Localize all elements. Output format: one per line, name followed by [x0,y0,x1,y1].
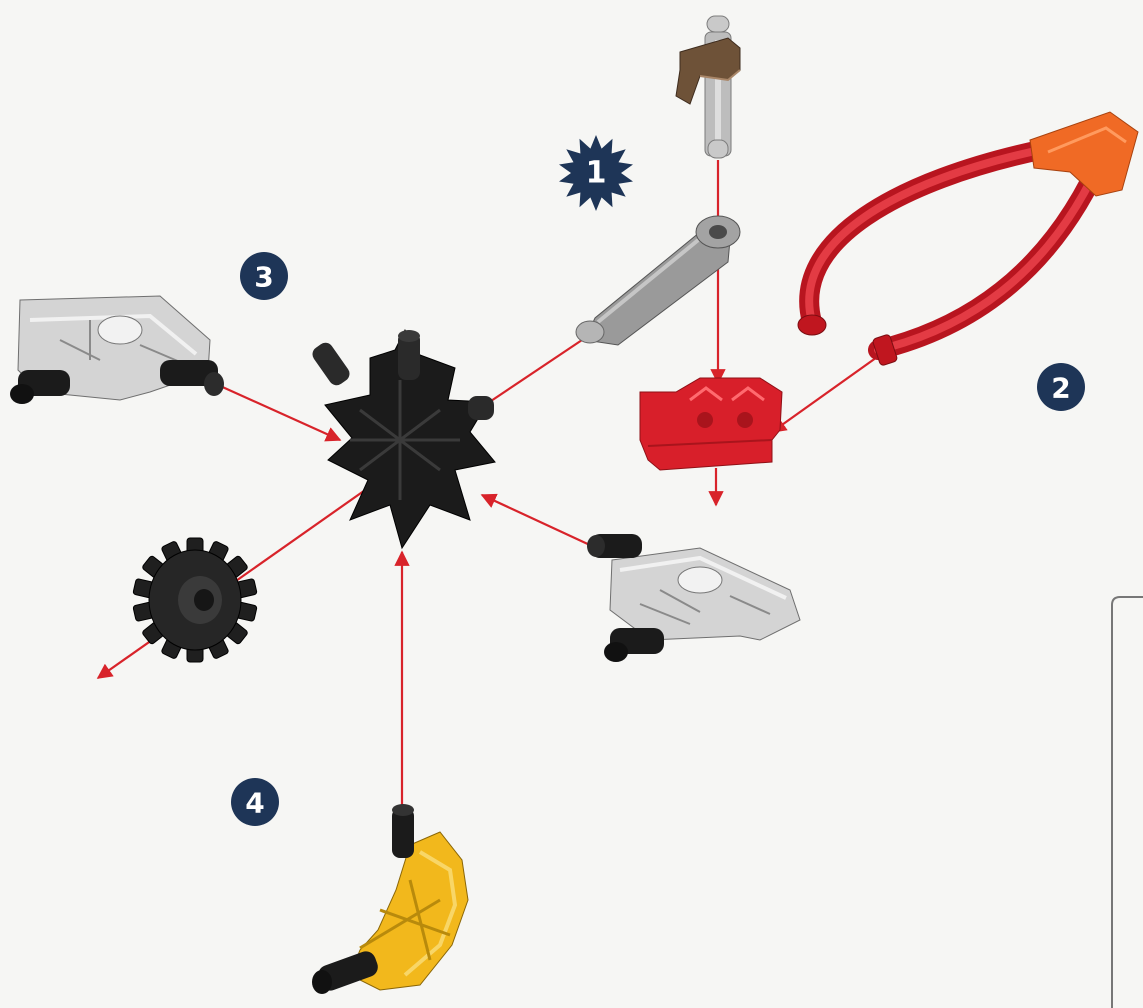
black-hub-connector [312,328,496,550]
black-gear [132,537,258,663]
step-badge-3: 3 [240,252,288,300]
orange-connector [1029,111,1139,197]
silver-half-connector-right [587,534,801,662]
step-badge-1: 1 [559,135,633,211]
side-panel-frame [1111,596,1143,1008]
step-number-2: 2 [1051,372,1070,405]
arrow-rod-to-red [770,354,881,433]
brown-clip-rod [675,15,741,159]
silver-half-connector-left [10,295,224,404]
starburst-shape [559,135,633,211]
step-number-3: 3 [254,261,273,294]
red-connector [639,377,783,471]
step-number-4: 4 [245,787,264,820]
step-number-1: 1 [586,156,607,191]
step-badge-4: 4 [231,778,279,826]
arrow-right-to-hub [480,493,593,547]
yellow-connector [312,804,469,994]
grey-rod-connector [575,215,741,346]
arrow-grey-rod-to-hub [484,337,586,406]
assembly-arrows [96,160,881,815]
red-flexible-rod [797,140,1115,366]
arrow-left-to-hub [217,383,342,442]
step-badge-2: 2 [1037,363,1085,411]
